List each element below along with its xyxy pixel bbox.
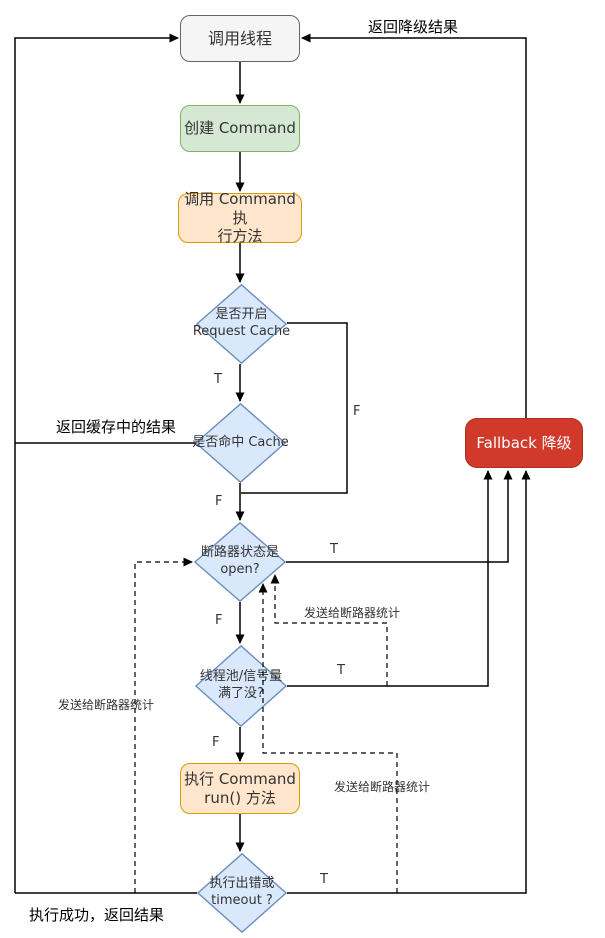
node-run-command-line2: run() 方法 xyxy=(204,788,276,807)
label-f-pool: F xyxy=(212,735,220,750)
label-return-cache: 返回缓存中的结果 xyxy=(56,418,177,436)
node-caller-thread: 调用线程 xyxy=(180,15,300,62)
label-return-fallback: 返回降级结果 xyxy=(368,18,459,36)
decision-error-timeout-line2: timeout ? xyxy=(211,893,273,908)
decision-pool-full-line1: 线程池/信号量 xyxy=(199,669,283,685)
label-f-request-cache: F xyxy=(353,404,361,419)
node-create-command-label: 创建 Command xyxy=(184,119,296,138)
decision-error-timeout: 执行出错或 timeout ? xyxy=(197,853,287,933)
label-t-breaker: T xyxy=(330,542,338,557)
diamond-shape xyxy=(194,522,286,602)
decision-request-cache: 是否开启 Request Cache xyxy=(192,284,291,364)
edge-fallback-return xyxy=(301,33,527,418)
edge-error-true-fallback xyxy=(287,470,531,894)
node-run-command-line1: 执行 Command xyxy=(184,769,296,788)
node-create-command: 创建 Command xyxy=(180,105,300,152)
dashed-stats-from-error xyxy=(258,583,398,893)
label-success-return: 执行成功，返回结果 xyxy=(29,906,165,924)
decision-request-cache-line1: 是否开启 xyxy=(215,307,268,323)
decision-breaker-open-line2: open? xyxy=(220,562,260,577)
node-run-command: 执行 Command run() 方法 xyxy=(180,763,300,814)
edge-success-to-caller xyxy=(14,33,179,893)
decision-error-timeout-line1: 执行出错或 xyxy=(209,876,275,892)
node-caller-thread-label: 调用线程 xyxy=(207,28,272,48)
label-t-pool: T xyxy=(337,663,345,678)
label-t-error: T xyxy=(320,872,328,887)
label-f-cache-hit: F xyxy=(215,494,223,509)
decision-breaker-open-line1: 断路器状态是 xyxy=(200,545,279,561)
decision-pool-full-line2: 满了没? xyxy=(218,686,264,701)
label-stats-right: 发送给断路器统计 xyxy=(334,780,431,794)
decision-cache-hit-label: 是否命中 Cache xyxy=(192,434,289,450)
node-fallback: Fallback 降级 xyxy=(465,418,583,468)
dashed-stats-from-success xyxy=(134,557,193,893)
decision-breaker-open: 断路器状态是 open? xyxy=(194,522,286,602)
label-stats-mid: 发送给断路器统计 xyxy=(304,606,401,620)
decision-pool-full: 线程池/信号量 满了没? xyxy=(195,645,287,727)
node-invoke-command-line1: 调用 Command 执 xyxy=(184,189,296,227)
node-invoke-command: 调用 Command 执 行方法 xyxy=(178,189,302,246)
edge-breaker-true-fallback xyxy=(286,470,513,563)
label-t-request-cache: T xyxy=(214,372,222,387)
node-fallback-label: Fallback 降级 xyxy=(476,433,572,452)
node-invoke-command-line2: 行方法 xyxy=(217,227,263,246)
decision-cache-hit: 是否命中 Cache xyxy=(192,403,289,483)
label-stats-left: 发送给断路器统计 xyxy=(58,698,155,712)
decision-request-cache-line2: Request Cache xyxy=(192,324,291,339)
label-f-breaker: F xyxy=(215,613,223,628)
edge-pool-true-fallback xyxy=(287,470,493,687)
